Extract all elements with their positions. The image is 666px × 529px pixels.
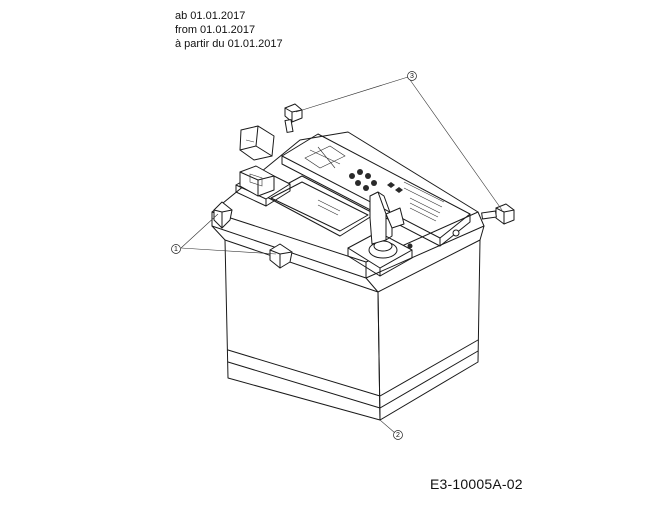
- drawing-number: E3-10005A-02: [430, 476, 523, 492]
- terminal-cap[interactable]: [369, 191, 405, 245]
- hold-down-clip-upper[interactable]: [213, 201, 233, 229]
- svg-text:2: 2: [396, 432, 400, 439]
- validity-en: from 01.01.2017: [175, 24, 256, 36]
- hold-down-clip-lower[interactable]: [269, 243, 293, 269]
- callout-3: 3: [407, 71, 417, 81]
- validity-de: ab 01.01.2017: [175, 10, 246, 22]
- warning-label: [304, 145, 445, 222]
- svg-text:3: 3: [410, 73, 414, 80]
- callout-2: 2: [393, 430, 403, 440]
- terminal-cover[interactable]: [239, 125, 275, 161]
- validity-fr: à partir du 01.01.2017: [175, 38, 283, 50]
- terminal-bolt-left[interactable]: [284, 103, 303, 133]
- svg-text:1: 1: [174, 246, 178, 253]
- terminal-bolt-right[interactable]: [481, 203, 515, 225]
- callout-1: 1: [171, 244, 181, 254]
- positive-terminal[interactable]: [347, 231, 413, 277]
- terminal-cover-small[interactable]: [239, 165, 275, 197]
- validity-note: ab 01.01.2017 from 01.01.2017 à partir d…: [175, 9, 283, 51]
- leader-lines: [180, 76, 503, 434]
